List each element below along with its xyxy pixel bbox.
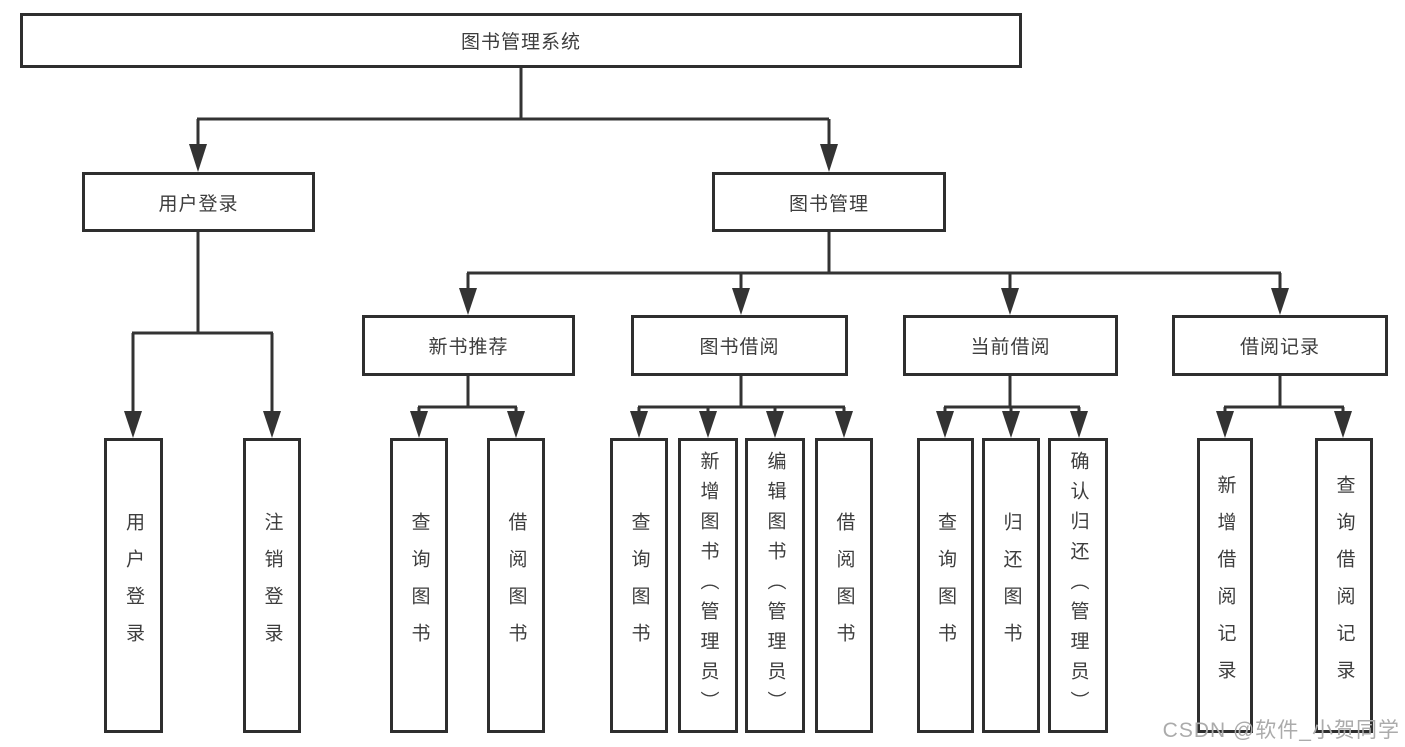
leaf-borrowing-borrow-books: 借阅图书 (815, 438, 873, 733)
node-borrowing-records: 借阅记录 (1172, 315, 1388, 376)
node-label: 查询借阅记录 (1333, 474, 1355, 697)
arrowhead (630, 411, 648, 438)
arrowhead (1001, 288, 1019, 315)
leaf-edit-books-admin: 编辑图书（管理员） (745, 438, 805, 733)
watermark-text: CSDN @软件_小贺同学 (1162, 719, 1400, 742)
arrowhead (263, 411, 281, 438)
node-label: 图书管理系统 (460, 32, 581, 53)
connector-path (131, 68, 1345, 414)
node-label: 查询图书 (408, 511, 430, 660)
arrowhead (459, 288, 477, 315)
node-book-management: 图书管理 (712, 172, 946, 232)
node-new-book-recommend: 新书推荐 (362, 315, 575, 376)
arrowhead (1271, 288, 1289, 315)
leaf-logout: 注销登录 (243, 438, 301, 733)
leaf-recommend-borrow-books: 借阅图书 (487, 438, 545, 733)
arrowhead (835, 411, 853, 438)
arrowhead (1216, 411, 1234, 438)
node-label: 借阅记录 (1239, 337, 1320, 358)
leaf-query-borrow-record: 查询借阅记录 (1315, 438, 1373, 733)
node-label: 新书推荐 (428, 337, 509, 358)
leaf-user-login: 用户登录 (104, 438, 163, 733)
arrowhead (820, 144, 838, 172)
leaf-add-borrow-record: 新增借阅记录 (1197, 438, 1253, 733)
node-system-root: 图书管理系统 (20, 13, 1022, 68)
node-book-borrowing: 图书借阅 (631, 315, 848, 376)
node-label: 新增借阅记录 (1214, 474, 1236, 697)
node-label: 图书借阅 (699, 337, 780, 358)
leaf-confirm-return-admin: 确认归还（管理员） (1048, 438, 1108, 733)
node-label: 用户登录 (123, 511, 144, 660)
node-label: 确认归还（管理员） (1067, 450, 1089, 721)
arrowhead (1002, 411, 1020, 438)
arrowhead (189, 144, 207, 172)
arrowhead (1070, 411, 1088, 438)
node-label: 查询图书 (935, 511, 956, 660)
leaf-add-books-admin: 新增图书（管理员） (678, 438, 738, 733)
arrowhead (936, 411, 954, 438)
arrowhead (732, 288, 750, 315)
node-label: 借阅图书 (833, 511, 855, 660)
node-label: 当前借阅 (970, 337, 1051, 358)
node-label: 查询图书 (628, 511, 650, 660)
leaf-recommend-query-books: 查询图书 (390, 438, 448, 733)
node-label: 用户登录 (158, 193, 239, 215)
node-label: 图书管理 (788, 193, 869, 215)
arrowhead (410, 411, 428, 438)
leaf-borrowing-query-books: 查询图书 (610, 438, 668, 733)
node-label: 新增图书（管理员） (697, 450, 719, 721)
node-label: 编辑图书（管理员） (764, 450, 786, 721)
arrowhead (699, 411, 717, 438)
arrowheads (124, 144, 1352, 438)
arrowhead (507, 411, 525, 438)
node-user-login: 用户登录 (82, 172, 315, 232)
arrowhead (766, 411, 784, 438)
leaf-return-books: 归还图书 (982, 438, 1040, 733)
node-label: 借阅图书 (505, 511, 527, 660)
arrowhead (1334, 411, 1352, 438)
node-current-borrowing: 当前借阅 (903, 315, 1118, 376)
leaf-current-query-books: 查询图书 (917, 438, 974, 733)
node-label: 归还图书 (1000, 511, 1022, 660)
node-label: 注销登录 (261, 511, 283, 660)
arrowhead (124, 411, 142, 438)
